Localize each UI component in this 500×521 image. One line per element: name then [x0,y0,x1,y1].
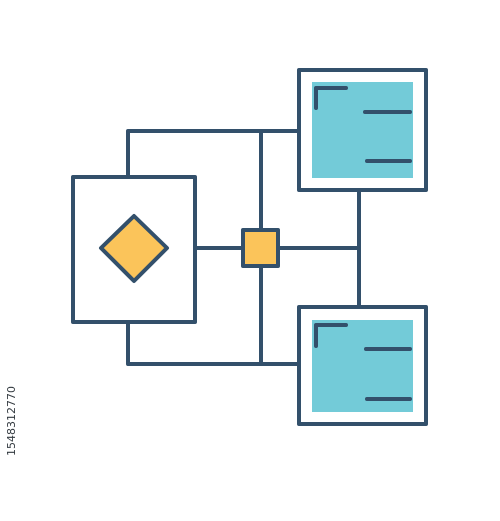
diamond-decision-icon [99,214,169,283]
window-icon [297,68,428,192]
top-connector [126,129,302,180]
top-window-screen [312,82,413,178]
top-window-corner [314,86,348,110]
junction-square-icon [241,228,280,268]
flowchart-icon [71,68,428,426]
stock-id: 1548312770 [5,386,18,456]
bottom-window-corner [314,323,348,348]
window-icon [297,305,428,426]
decision-box [71,175,197,324]
bottom-window-screen [312,320,413,412]
bottom-connector [126,320,302,366]
